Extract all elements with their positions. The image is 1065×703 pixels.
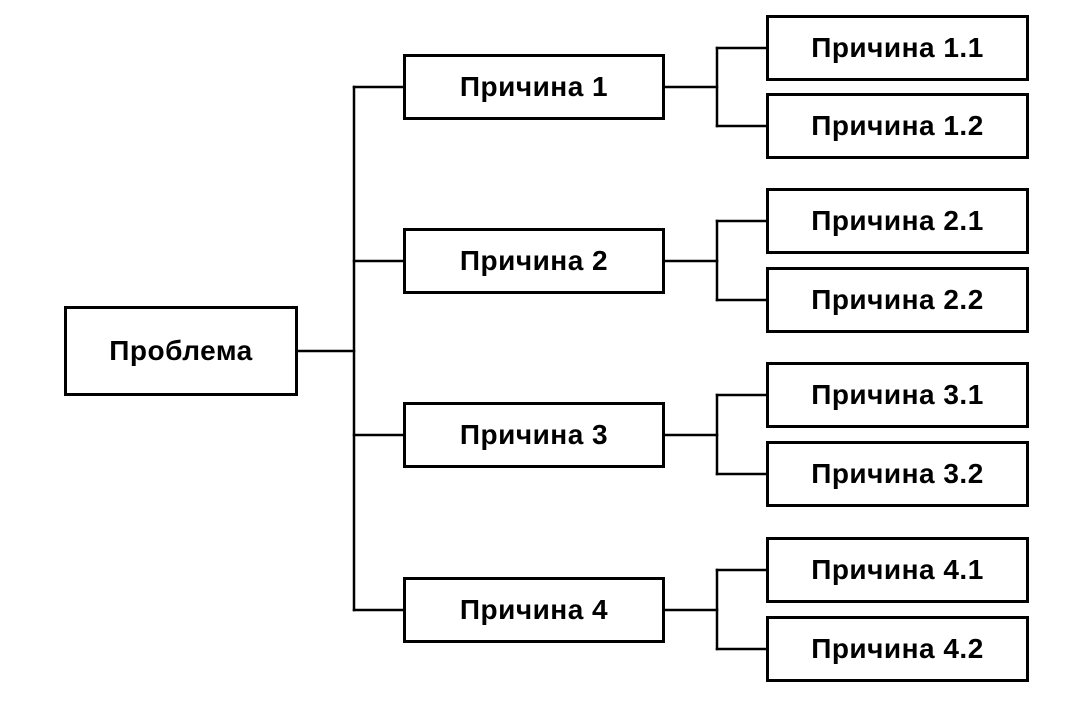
cause-4-1-label: Причина 4.1 [811, 554, 984, 585]
cause-2-2-box: Причина 2.2 [766, 267, 1029, 333]
cause-4-box: Причина 4 [403, 577, 665, 643]
cause-3-2-box: Причина 3.2 [766, 441, 1029, 507]
cause-2-box: Причина 2 [403, 228, 665, 294]
cause-4-label: Причина 4 [459, 594, 609, 625]
cause-2-label: Причина 2 [459, 245, 609, 276]
cause-3-box: Причина 3 [403, 402, 665, 468]
cause-4-1-box: Причина 4.1 [766, 537, 1029, 603]
cause-3-label: Причина 3 [459, 419, 609, 450]
cause-4-2-label: Причина 4.2 [811, 633, 984, 664]
cause-4-2-box: Причина 4.2 [766, 616, 1029, 682]
cause-3-1-box: Причина 3.1 [766, 362, 1029, 428]
cause-1-box: Причина 1 [403, 54, 665, 120]
problem-box: Проблема [64, 306, 298, 396]
cause-1-2-box: Причина 1.2 [766, 93, 1029, 159]
cause-2-2-label: Причина 2.2 [811, 284, 984, 315]
cause-1-1-label: Причина 1.1 [811, 32, 984, 63]
cause-2-1-label: Причина 2.1 [811, 205, 984, 236]
cause-1-2-label: Причина 1.2 [811, 110, 984, 141]
cause-1-label: Причина 1 [459, 71, 609, 102]
cause-1-1-box: Причина 1.1 [766, 15, 1029, 81]
cause-3-1-label: Причина 3.1 [811, 379, 984, 410]
cause-3-2-label: Причина 3.2 [811, 458, 984, 489]
problem-label: Проблема [109, 335, 253, 366]
cause-2-1-box: Причина 2.1 [766, 188, 1029, 254]
